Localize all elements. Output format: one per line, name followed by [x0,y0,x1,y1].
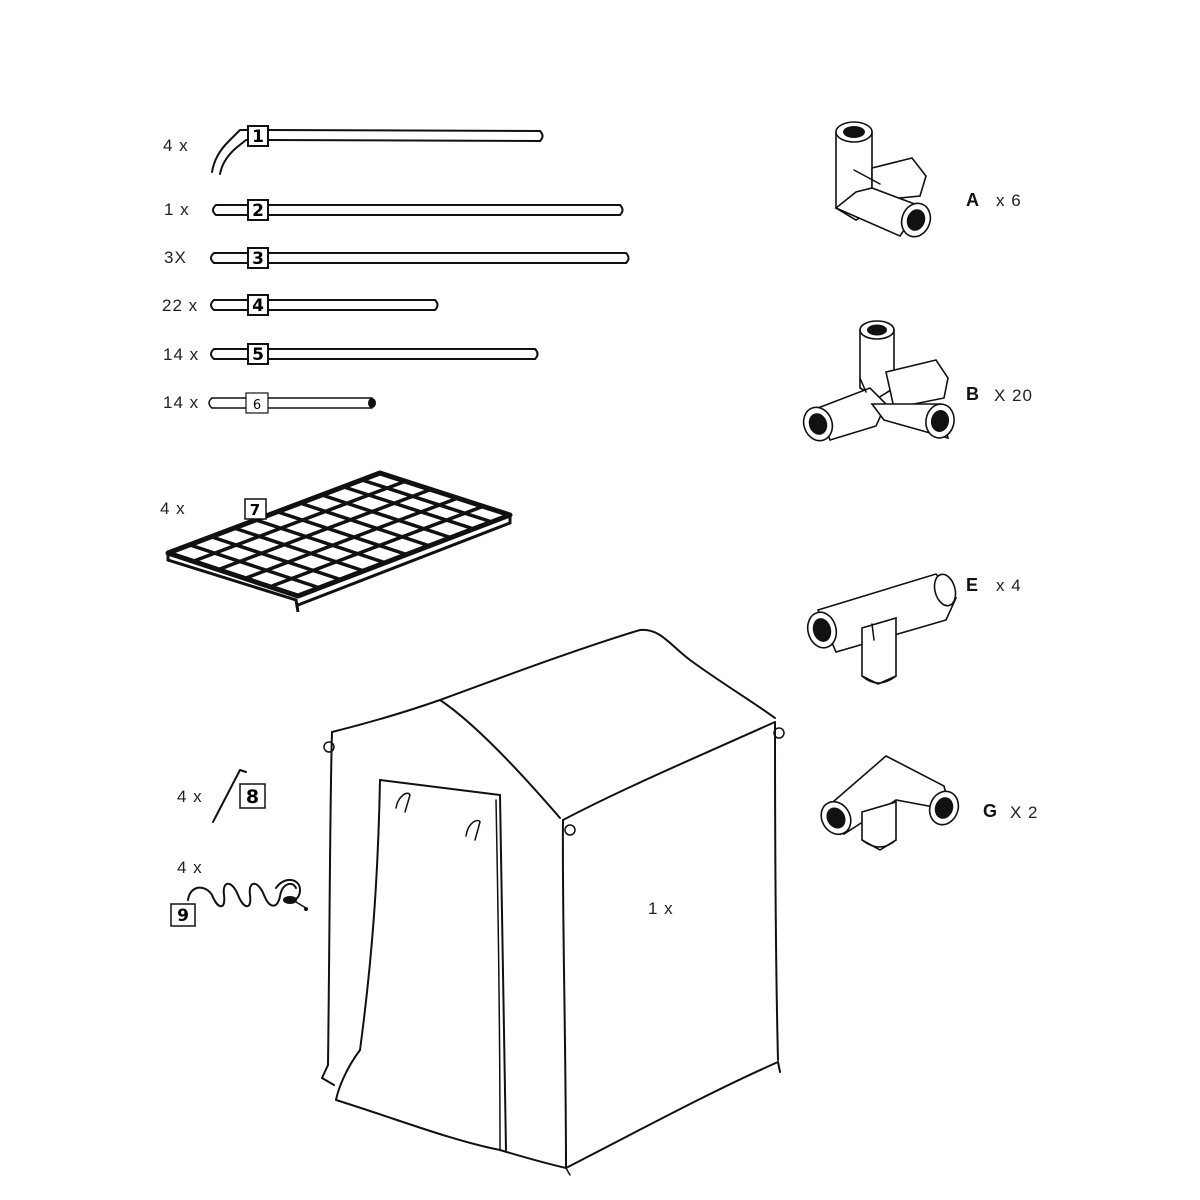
pole-2-quantity: 1 x [164,200,190,219]
pole-2: 2 [212,199,624,221]
connector-E-quantity: x 4 [996,576,1022,595]
connector-B [802,320,955,442]
pole-6-number: 6 [253,398,261,413]
pole-1: 1 [211,125,544,175]
cover-quantity: 1 x [648,899,674,918]
shelf-grid-7-number: 7 [250,501,260,519]
pole-4-number: 4 [252,296,264,316]
connector-B-letter: B [966,384,979,404]
guy-rope-9-quantity: 4 x [177,858,203,877]
pole-1-number-box [247,125,269,147]
connector-A-quantity: x 6 [996,191,1022,210]
pole-5: 5 [210,343,539,365]
connector-A [834,121,932,238]
greenhouse-cover [321,628,785,1176]
guy-rope-9-number: 9 [177,906,189,926]
pole-5-number: 5 [252,345,264,365]
connector-A-letter: A [966,190,979,210]
pole-5-quantity: 14 x [163,345,200,364]
pole-3-number: 3 [252,249,264,269]
shelf-grid-7: 7 [165,470,513,613]
pole-6: 6 [208,392,376,414]
connector-E [806,573,957,685]
stake-8: 8 [212,769,266,823]
stake-8-quantity: 4 x [177,787,203,806]
pole-2-number: 2 [252,201,264,221]
pole-4-quantity: 22 x [162,296,199,315]
connector-G-letter: G [983,801,998,821]
stake-8-number: 8 [246,786,259,808]
pole-4: 4 [210,294,439,316]
connector-G-quantity: X 2 [1010,803,1039,822]
pole-1-number: 1 [252,127,264,147]
guy-rope-9: 9 [170,879,308,927]
connector-G [820,755,960,851]
shelf-grid-7-quantity: 4 x [160,499,186,518]
pole-1-quantity: 4 x [163,136,189,155]
pole-3: 3 [210,247,630,269]
pole-3-quantity: 3X [164,248,187,267]
connector-B-quantity: X 20 [994,386,1033,405]
pole-6-quantity: 14 x [163,393,200,412]
connector-E-letter: E [966,575,979,595]
